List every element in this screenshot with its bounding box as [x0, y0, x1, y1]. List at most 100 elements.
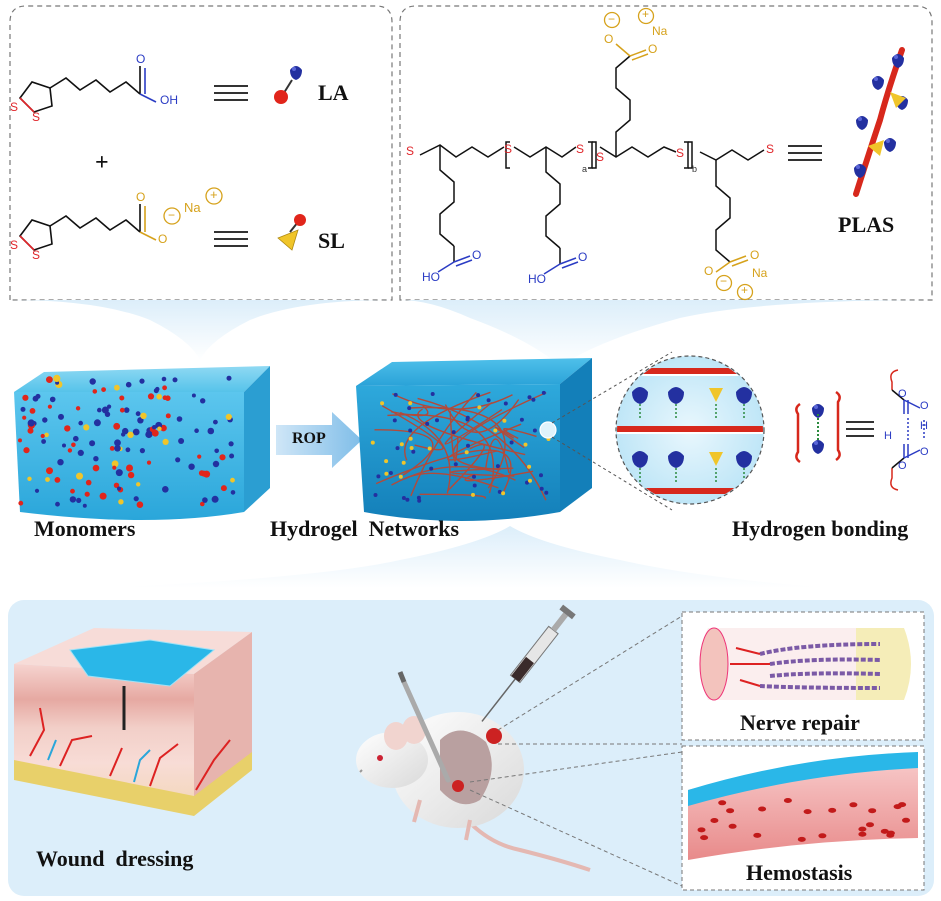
- plas-acid-groups: [437, 43, 749, 275]
- monomer-particle: [121, 432, 126, 437]
- monomer-particle: [200, 398, 206, 404]
- monomer-particle: [54, 477, 61, 483]
- network-particle: [471, 492, 475, 497]
- plas-bot-o: O: [750, 248, 760, 262]
- monomer-particle: [89, 440, 96, 447]
- blood-cell: [818, 833, 827, 839]
- monomer-particle: [126, 464, 133, 472]
- la-o-label: O: [136, 52, 146, 66]
- network-particle: [464, 450, 469, 455]
- monomer-particle: [197, 454, 202, 459]
- monomer-particle: [89, 378, 96, 385]
- sl-plus-circle: [205, 187, 223, 205]
- monomer-particle: [178, 438, 185, 444]
- blood-cell: [828, 807, 837, 813]
- la-s1-label: S: [10, 100, 19, 114]
- la-s2-label: S: [32, 110, 41, 124]
- blood-cell: [902, 817, 910, 823]
- monomer-particle: [23, 447, 30, 454]
- network-particle: [476, 393, 481, 398]
- network-particle: [509, 440, 514, 445]
- monomer-particle: [34, 488, 40, 493]
- monomer-particle: [71, 442, 76, 448]
- blood-cell: [886, 830, 895, 836]
- plas-top-plus: +: [642, 7, 650, 21]
- monomer-particle: [213, 419, 218, 425]
- monomer-particle: [230, 477, 235, 483]
- monomer-particle: [27, 427, 34, 434]
- monomer-particle: [228, 441, 234, 447]
- network-particle: [380, 401, 385, 406]
- monomer-particle: [64, 425, 71, 432]
- polymer-strand: [484, 438, 510, 474]
- monomer-particle: [84, 491, 90, 497]
- monomer-particle: [161, 376, 167, 382]
- monomer-particle: [42, 417, 48, 423]
- monomer-particle: [191, 393, 196, 398]
- polymer-strand: [450, 467, 515, 477]
- plas-ho-1: HO: [422, 270, 440, 284]
- monomer-particle: [62, 443, 66, 448]
- monomer-particle: [194, 428, 199, 434]
- plas-top-minus: −: [608, 12, 616, 26]
- polymer-panel: [399, 5, 933, 301]
- monomer-particle: [57, 459, 64, 466]
- network-particle: [523, 442, 528, 447]
- monomer-particle: [114, 439, 121, 447]
- monomer-particle: [101, 406, 109, 414]
- rop-arrow: [276, 412, 362, 468]
- network-particle: [477, 405, 482, 410]
- monomer-particle: [29, 408, 36, 414]
- hbond-dimer-structure: [890, 369, 925, 491]
- application-funnel: [100, 526, 830, 588]
- polymer-strand: [464, 470, 534, 482]
- hydrogel-networks-label: Hydrogel Networks: [270, 516, 460, 541]
- zoom-side-group: [736, 387, 752, 418]
- monomer-panel: [9, 5, 393, 301]
- monomer-particle: [22, 394, 29, 401]
- blood-cell: [710, 818, 719, 823]
- monomer-particle: [118, 499, 124, 505]
- plas-equiv-sign: [788, 145, 822, 161]
- sl-name: SL: [318, 228, 345, 253]
- sl-ss-bond: [19, 235, 35, 251]
- sl-o-label: O: [136, 190, 146, 204]
- blood-cell: [728, 823, 737, 829]
- monomer-particle: [92, 389, 98, 394]
- plas-s1: S: [504, 142, 513, 156]
- monomer-particle: [133, 496, 139, 502]
- monomer-particle: [32, 395, 39, 402]
- blood-cell: [868, 808, 877, 814]
- monomer-particle: [27, 476, 32, 481]
- network-particle: [401, 460, 406, 465]
- plas-bot-na: Na: [752, 266, 768, 280]
- monomer-particle: [111, 460, 119, 468]
- network-particle: [532, 428, 537, 433]
- network-particle: [531, 397, 536, 402]
- monomer-particle: [125, 381, 132, 388]
- network-particle: [393, 392, 398, 397]
- monomer-particle: [136, 482, 141, 487]
- network-particle: [425, 421, 430, 426]
- monomer-particle: [123, 407, 130, 413]
- monomers-label: Monomers: [34, 516, 136, 541]
- monomer-particle: [212, 460, 220, 468]
- plas-s-end-right: S: [766, 142, 775, 156]
- la-oh-label: OH: [160, 93, 178, 107]
- polymer-strand: [374, 429, 434, 476]
- network-particle: [528, 478, 532, 483]
- network-particle: [525, 480, 529, 485]
- monomer-particle: [225, 413, 232, 420]
- network-particle: [486, 398, 491, 403]
- network-particle: [503, 401, 508, 406]
- polymer-strand: [444, 401, 503, 445]
- hb-o2: O: [920, 400, 929, 412]
- la-equiv-sign: [214, 85, 248, 101]
- monomer-particle: [69, 496, 77, 503]
- polymer-strand: [375, 449, 512, 495]
- monomer-particle: [76, 472, 83, 480]
- network-particle: [373, 493, 378, 497]
- blood-cell: [898, 802, 907, 808]
- hb-h2: H: [920, 420, 928, 432]
- monomer-particle: [162, 395, 168, 401]
